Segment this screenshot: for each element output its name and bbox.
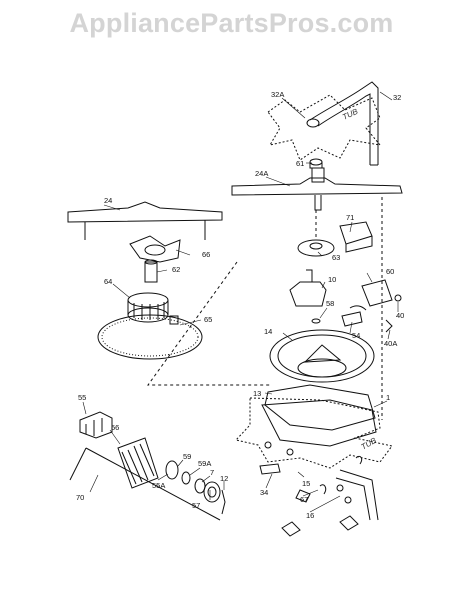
housing-part <box>289 269 327 307</box>
part-label: 62 <box>172 265 180 274</box>
part-label: 56 <box>111 423 119 432</box>
tub-label-lower: TUB <box>360 436 379 452</box>
part-label: 55 <box>78 393 86 402</box>
tub-label-upper: TUB <box>341 107 360 122</box>
upper-tub-fragment <box>267 94 382 161</box>
part-label: 7 <box>210 468 214 477</box>
part-label: 63 <box>332 253 340 262</box>
part-label: 54 <box>352 331 360 340</box>
sump-bowl-part <box>269 329 375 383</box>
part-label: 67 <box>300 495 308 504</box>
part-label: 15 <box>302 479 310 488</box>
upper-spray-arm-part <box>231 167 403 211</box>
seal-parts <box>165 460 226 515</box>
part-labels: 32A 32 61 24A 24 66 71 63 62 60 64 10 58… <box>76 90 404 520</box>
manifold-nut-part <box>309 158 323 169</box>
assembly-70-bracket <box>69 447 221 521</box>
part-label: 64 <box>104 277 112 286</box>
part-label: 24A <box>255 169 268 178</box>
bracket-part <box>339 221 373 253</box>
part-label: 61 <box>296 159 304 168</box>
watermark-text: AppliancePartsPros.com <box>69 8 394 38</box>
label-leaders <box>82 91 399 513</box>
part-label: 40A <box>384 339 397 348</box>
part-label: 60 <box>386 267 394 276</box>
part-label: 71 <box>346 213 354 222</box>
lower-tub-fragment <box>235 397 393 469</box>
part-label: 59 <box>183 452 191 461</box>
impeller-part <box>129 235 181 263</box>
part-label: 13 <box>253 389 261 398</box>
motor-part <box>117 437 159 489</box>
part-label: 70 <box>76 493 84 502</box>
fine-filter-part <box>97 314 203 360</box>
o-ring-part <box>311 318 321 324</box>
filter-basket-part <box>127 292 169 323</box>
part-label: 58 <box>326 299 334 308</box>
diverter-disc-part <box>297 239 335 257</box>
part-label: 12 <box>220 474 228 483</box>
part-label: 10 <box>328 275 336 284</box>
part-label: 66 <box>202 250 210 259</box>
lower-spray-arm-part <box>67 201 223 240</box>
part-label: 55A <box>152 481 165 490</box>
water-valve-part <box>341 279 402 333</box>
part-label: 32A <box>271 90 284 99</box>
part-label: 1 <box>386 393 390 402</box>
gasket-part <box>264 384 376 431</box>
assembly-leaders <box>147 197 383 420</box>
part-label: 32 <box>393 93 401 102</box>
stem-part <box>144 259 158 283</box>
part-label: 65 <box>204 315 212 324</box>
fastener-parts <box>259 441 363 537</box>
part-label: 34 <box>260 488 268 497</box>
part-label: 16 <box>306 511 314 520</box>
part-label: 40 <box>396 311 404 320</box>
drain-hose-fragment <box>335 469 379 521</box>
spray-tube-part <box>306 81 379 166</box>
part-label: 14 <box>264 327 272 336</box>
part-label: 57 <box>192 501 200 510</box>
part-label: 24 <box>104 196 112 205</box>
part-label: 59A <box>198 459 211 468</box>
motor-mount-part <box>79 411 113 439</box>
